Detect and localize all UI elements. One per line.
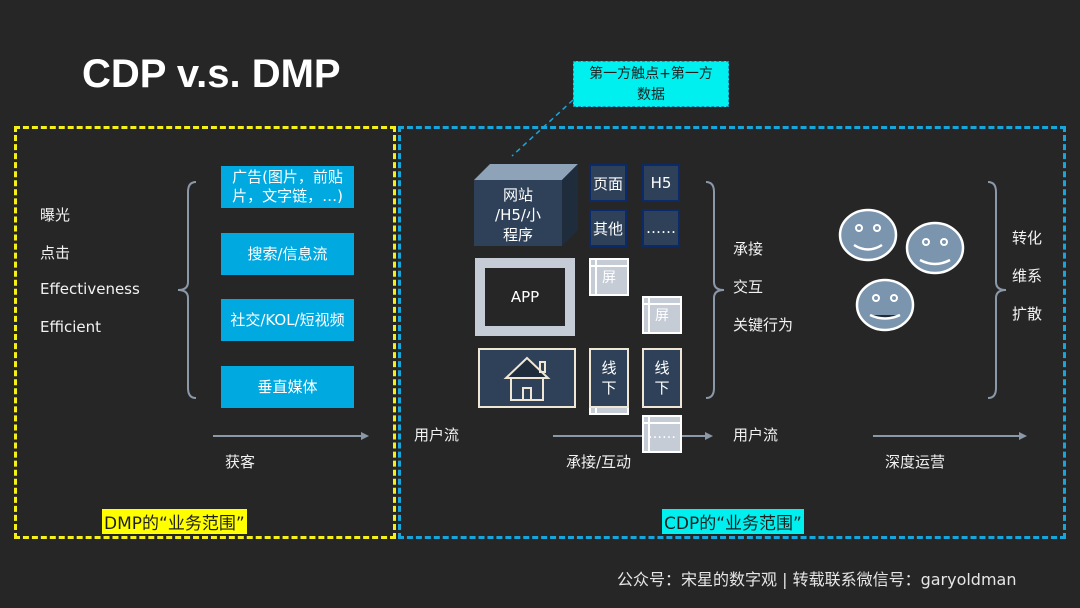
site-cube-label: 网站 /H5/小 程序	[474, 185, 562, 245]
channel-vertical-media: 垂直媒体	[221, 366, 354, 408]
web-tile-more: ……	[642, 209, 680, 247]
user-flow-label-1: 用户流	[414, 426, 460, 444]
customer-faces	[838, 208, 965, 332]
acquire-label: 获客	[225, 453, 256, 471]
web-tile-h5: H5	[642, 164, 680, 202]
offline-tile-2-line-1: 线	[654, 359, 670, 377]
channel-ads-line-1: 广告(图片，前贴	[232, 168, 343, 186]
page-title: CDP v.s. DMP	[82, 52, 341, 96]
metric-effectiveness: Effectiveness	[40, 280, 140, 298]
dmp-zone	[14, 126, 396, 539]
action-receive: 承接	[733, 240, 764, 258]
dmp-zone-label: DMP的“业务范围”	[102, 509, 247, 534]
channel-social-kol: 社交/KOL/短视频	[221, 299, 354, 341]
site-cube-line-1: 网站	[502, 186, 533, 204]
footer-credit: 公众号：宋星的数字观 | 转载联系微信号：garyoldman	[617, 570, 1017, 589]
channel-search-feed: 搜索/信息流	[221, 233, 354, 275]
arrow-engage	[553, 432, 713, 440]
app-label: APP	[485, 268, 565, 326]
web-tile-page: 页面	[589, 164, 627, 202]
offline-tile-2: 线下	[642, 348, 682, 408]
app-screen-more: ……	[642, 415, 682, 453]
callout-line-1: 第一方触点+第一方	[589, 66, 713, 82]
operate-label: 深度运营	[885, 453, 946, 471]
offline-tile-1: 线下	[589, 348, 629, 408]
web-tile-other: 其他	[589, 209, 627, 247]
app-screen-2: 屏	[642, 296, 682, 334]
action-interact: 交互	[733, 278, 764, 296]
smiley-icon	[905, 221, 965, 275]
offline-tile-1-line-1: 线	[601, 359, 617, 377]
cdp-touch-brace	[705, 181, 725, 399]
outcome-spread: 扩散	[1012, 305, 1043, 323]
site-cube-icon	[474, 164, 578, 246]
callout-line-2: 数据	[637, 87, 665, 103]
cdp-zone	[398, 126, 1066, 539]
channel-ads-line-2: 片，文字链，…)	[232, 187, 343, 205]
app-screen-1: 屏	[589, 258, 629, 296]
first-party-callout: 第一方触点+第一方 数据	[573, 61, 729, 107]
site-cube-line-3: 程序	[502, 226, 533, 244]
smiley-icon	[838, 208, 898, 262]
user-flow-label-2: 用户流	[733, 426, 779, 444]
outcome-retention: 维系	[1012, 267, 1043, 285]
metric-exposure: 曝光	[40, 206, 71, 224]
engage-label: 承接/互动	[566, 453, 632, 471]
offline-tile-1-line-2: 下	[601, 379, 617, 397]
store-tile	[478, 348, 576, 408]
metric-efficient: Efficient	[40, 318, 102, 336]
cdp-outcome-brace	[987, 181, 1007, 399]
action-key-behavior: 关键行为	[733, 316, 794, 334]
site-cube-line-2: /H5/小	[495, 206, 541, 224]
channel-ads: 广告(图片，前贴片，文字链，…)	[221, 166, 354, 208]
outcome-conversion: 转化	[1012, 229, 1043, 247]
smiley-icon	[855, 278, 915, 332]
offline-tile-2-line-2: 下	[654, 379, 670, 397]
metric-click: 点击	[40, 244, 71, 262]
app-device-icon: APP	[475, 258, 575, 336]
arrow-acquire	[213, 432, 369, 440]
arrow-operate	[873, 432, 1027, 440]
cdp-zone-label: CDP的“业务范围”	[662, 509, 804, 534]
house-icon	[503, 356, 551, 401]
dmp-brace	[177, 181, 197, 399]
